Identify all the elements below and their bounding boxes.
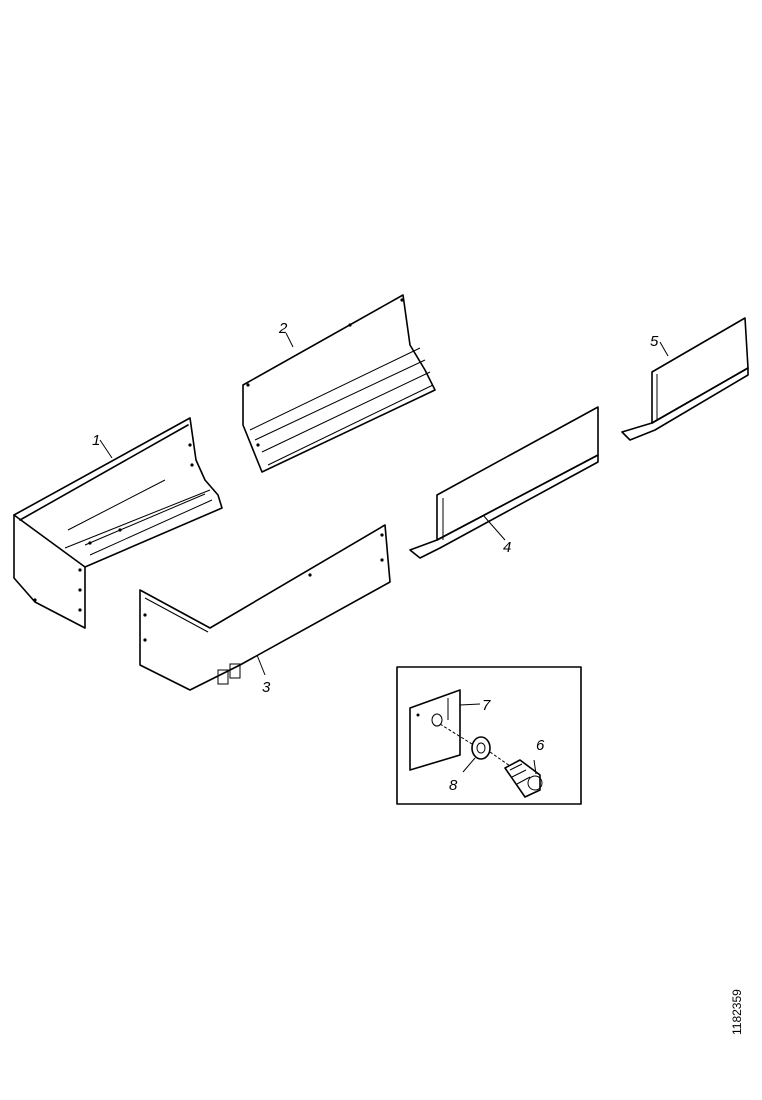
part-3-side-panel [139,524,391,691]
callout-4: 4 [503,539,511,556]
inset-detail-box [396,666,582,805]
part-4-flange-bar [409,406,599,559]
callout-6: 6 [536,737,545,754]
callout-labels: 1 2 3 4 5 6 7 8 [92,320,659,794]
callout-7: 7 [482,697,491,714]
callout-1: 1 [92,432,100,449]
part-1-end-box [13,417,223,629]
document-id: 1182359 [730,989,744,1035]
callout-3: 3 [262,679,271,696]
part-2-chute [242,294,436,473]
callout-5: 5 [650,333,659,350]
callout-2: 2 [278,320,288,337]
part-5-short-flange-bar [621,317,749,441]
callout-8: 8 [449,777,458,794]
